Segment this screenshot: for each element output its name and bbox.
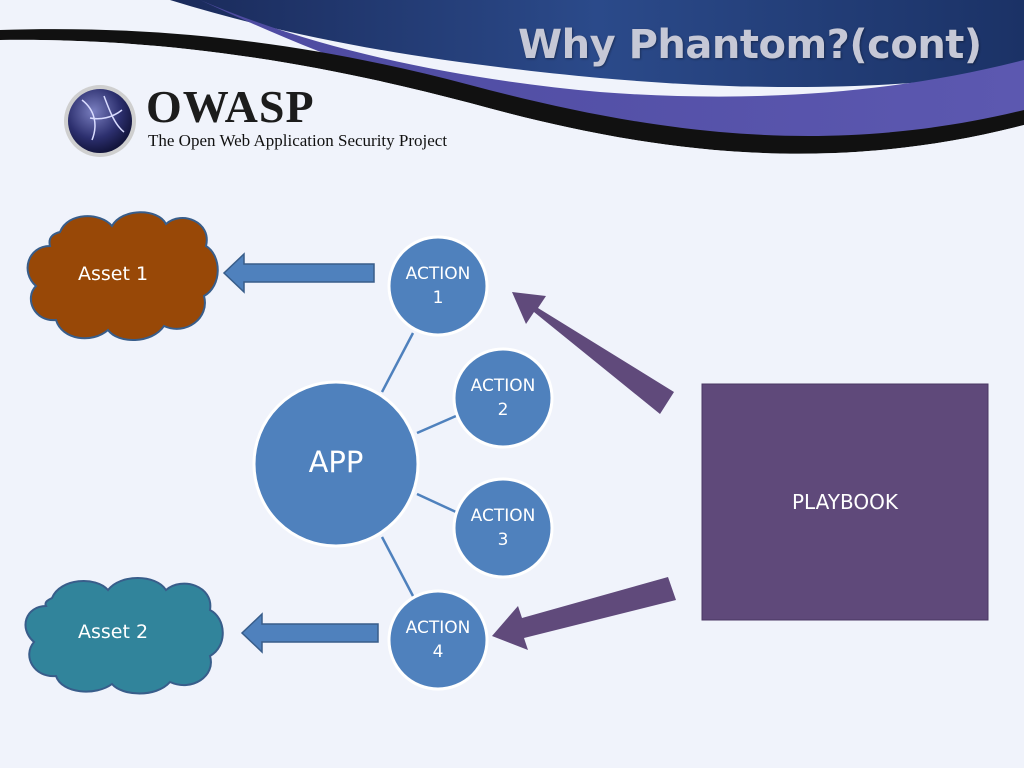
action-node-1 (387, 235, 489, 337)
owasp-tagline: The Open Web Application Security Projec… (148, 131, 448, 150)
header-banner (0, 0, 1024, 168)
arrow-playbook-to-action1 (512, 292, 674, 414)
owasp-globe-icon (64, 85, 136, 157)
arrow-action4-to-asset2 (240, 612, 379, 654)
slide-title: Why Phantom?(cont) (518, 22, 982, 68)
action-node-2 (452, 347, 554, 449)
app-node (252, 380, 420, 548)
playbook-box (701, 383, 989, 621)
asset-2-cloud (24, 577, 224, 695)
connector-app-action2 (416, 414, 457, 435)
connector-app-action4 (380, 536, 415, 597)
connector-app-action3 (416, 492, 457, 514)
connector-app-action1 (380, 332, 415, 393)
diagram-nodes (252, 235, 554, 691)
arrow-playbook-to-action4 (492, 577, 676, 650)
asset-1-cloud (26, 211, 219, 342)
arrow-action1-to-asset1 (222, 252, 375, 294)
connector-lines (380, 332, 457, 597)
action-node-4 (387, 589, 489, 691)
action-node-3 (452, 477, 554, 579)
owasp-wordmark: OWASP (146, 81, 315, 132)
